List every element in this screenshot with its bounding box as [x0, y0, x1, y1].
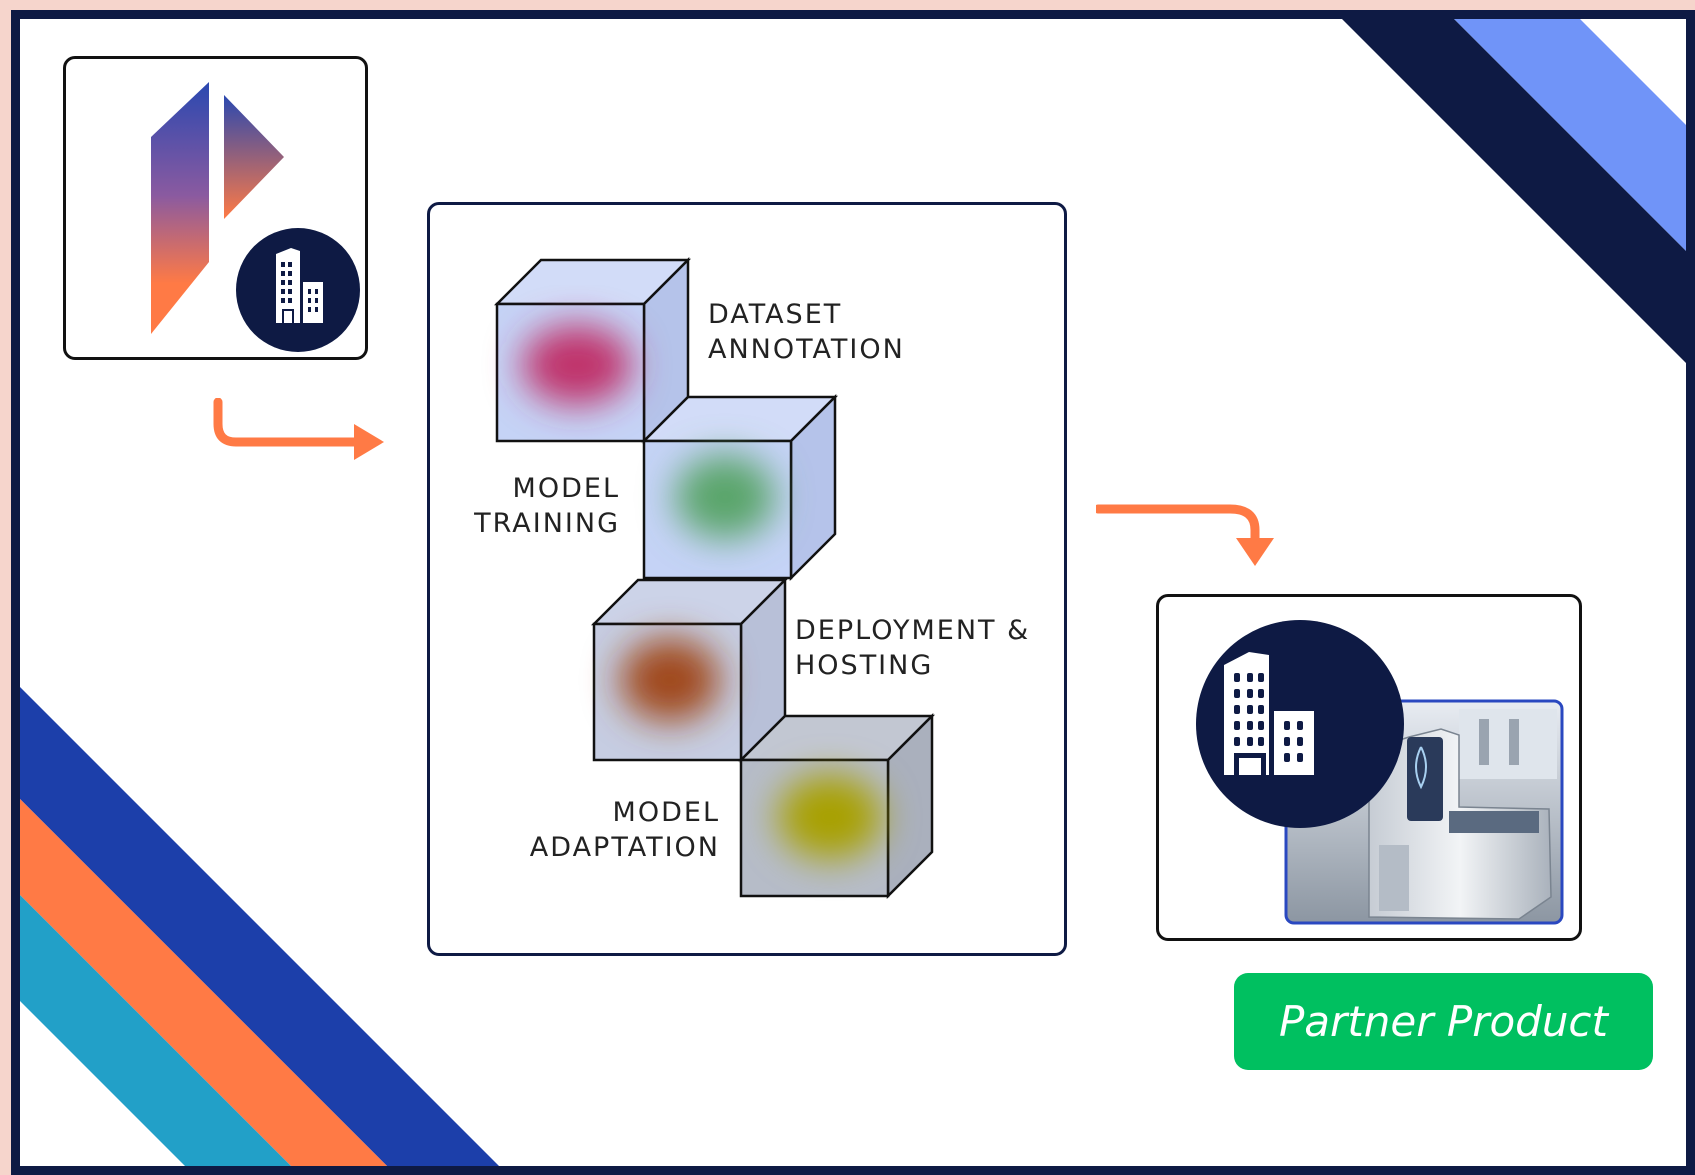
partner-product-badge: Partner Product: [1234, 973, 1653, 1070]
arrow-right-icon: [213, 398, 384, 460]
partner-product-card: [1156, 594, 1582, 941]
step-label-model-adaptation: MODEL ADAPTATION: [529, 797, 720, 863]
step-label-dataset-annotation: DATASET ANNOTATION: [708, 299, 905, 365]
cube-deployment-hosting: [590, 576, 789, 764]
cube-model-adaptation: [737, 712, 936, 900]
cube-model-training: [640, 393, 839, 582]
partner-product-label: Partner Product: [1278, 997, 1608, 1046]
blue-stripe: [20, 687, 499, 1166]
arrow-down-icon: [1096, 504, 1274, 566]
brand-logo-icon: [151, 82, 360, 352]
building-icon: [1224, 652, 1314, 775]
ml-pipeline-card: DATASET ANNOTATION MODEL TRAINING DEPLOY…: [427, 202, 1067, 956]
step-label-deployment-hosting: DEPLOYMENT & HOSTING: [795, 615, 1031, 681]
machine-photo: [1196, 620, 1564, 925]
teal-stripe: [20, 895, 291, 1166]
cube-dataset-annotation: [493, 256, 692, 445]
decorative-stripes: [20, 19, 1686, 1166]
navy-stripe: [1342, 19, 1686, 363]
company-logo-card: [63, 56, 368, 360]
pipeline-cubes: [493, 256, 936, 900]
orange-stripe: [20, 799, 387, 1166]
step-label-model-training: MODEL TRAINING: [474, 473, 620, 539]
